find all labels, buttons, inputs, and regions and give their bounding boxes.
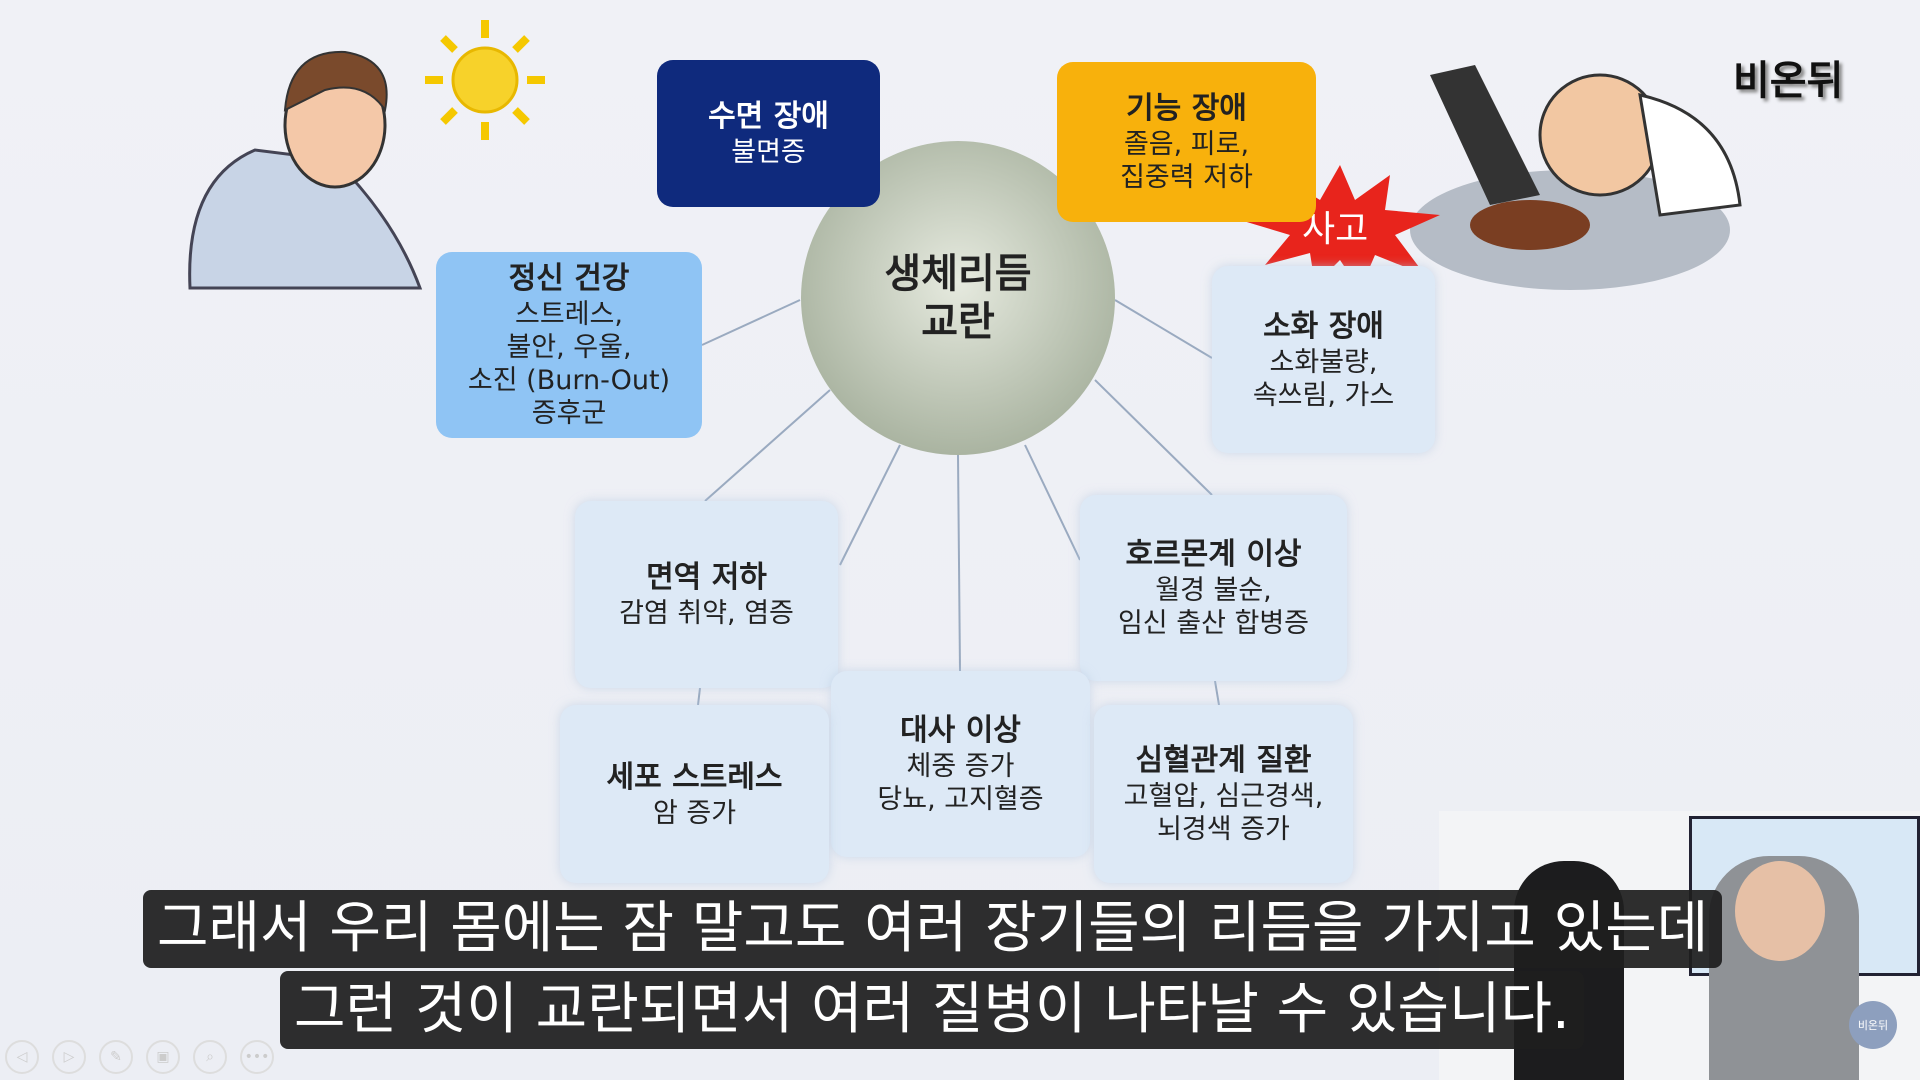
box-cell-stress: 세포 스트레스 암 증가 <box>560 705 829 883</box>
box-metabolic-abnormality: 대사 이상 체중 증가 당뇨, 고지혈증 <box>831 671 1090 857</box>
box-title: 기능 장애 <box>1126 91 1247 126</box>
next-icon[interactable]: ▷ <box>52 1040 86 1074</box>
box-title: 호르몬계 이상 <box>1125 537 1302 572</box>
box-title: 면역 저하 <box>646 560 767 595</box>
previous-icon[interactable]: ◁ <box>5 1040 39 1074</box>
box-text: 속쓰림, 가스 <box>1252 379 1395 411</box>
center-line2: 교란 <box>921 299 995 345</box>
box-text: 임신 출산 합병증 <box>1117 608 1310 639</box>
box-text: 소화불량, <box>1269 346 1378 378</box>
box-mental-health: 정신 건강 스트레스, 불안, 우울, 소진 (Burn-Out) 증후군 <box>436 252 702 438</box>
box-text: 불면증 <box>731 137 806 168</box>
box-text: 체중 증가 <box>906 751 1015 782</box>
more-icon[interactable]: ••• <box>240 1040 274 1074</box>
box-function-disorder: 기능 장애 졸음, 피로, 집중력 저하 <box>1057 62 1316 222</box>
logo: 비온뒤 <box>1733 58 1844 104</box>
box-text: 감염 취약, 염증 <box>619 598 794 629</box>
slides-icon[interactable]: ▣ <box>146 1040 180 1074</box>
pen-icon[interactable]: ✎ <box>99 1040 133 1074</box>
box-cardiovascular-disease: 심혈관계 질환 고혈압, 심근경색, 뇌경색 증가 <box>1094 705 1353 883</box>
box-text: 뇌경색 증가 <box>1157 814 1290 845</box>
box-text: 암 증가 <box>652 797 737 829</box>
box-text: 불안, 우울, <box>506 332 632 363</box>
tired-person-illustration <box>188 20 545 290</box>
box-digestive-disorder: 소화 장애 소화불량, 속쓰림, 가스 <box>1212 266 1435 453</box>
box-title: 정신 건강 <box>508 261 630 296</box>
center-line1: 생체리듬 <box>884 251 1032 297</box>
box-title: 세포 스트레스 <box>606 759 783 795</box>
box-text: 스트레스, <box>515 299 623 330</box>
box-hormone-abnormality: 호르몬계 이상 월경 불순, 임신 출산 합병증 <box>1080 495 1347 681</box>
box-text: 집중력 저하 <box>1120 162 1253 193</box>
sleeping-at-laptop-illustration <box>1410 65 1742 290</box>
box-title: 대사 이상 <box>900 713 1021 748</box>
box-sleep-disorder: 수면 장애 불면증 <box>657 60 880 207</box>
box-text: 고혈압, 심근경색, <box>1123 781 1324 812</box>
box-title: 소화 장애 <box>1263 308 1384 344</box>
box-text: 소진 (Burn-Out) <box>467 365 671 396</box>
box-text: 증후군 <box>531 398 607 429</box>
box-text: 월경 불순, <box>1155 575 1272 606</box>
webcam-logo: 비온뒤 <box>1849 1001 1897 1049</box>
box-immune-decline: 면역 저하 감염 취약, 염증 <box>575 501 838 688</box>
subtitle-line-1: 그래서 우리 몸에는 잠 말고도 여러 장기들의 리듬을 가지고 있는데 <box>143 890 1723 968</box>
accident-label: 사고 <box>1302 209 1369 250</box>
box-text: 당뇨, 고지혈증 <box>877 784 1044 815</box>
subtitle-line-2: 그런 것이 교란되면서 여러 질병이 나타날 수 있습니다. <box>280 971 1584 1049</box>
box-title: 심혈관계 질환 <box>1135 743 1312 778</box>
box-text: 졸음, 피로, <box>1123 129 1250 160</box>
zoom-icon[interactable]: ⌕ <box>193 1040 227 1074</box>
box-title: 수면 장애 <box>708 99 829 134</box>
presenter-face <box>1735 861 1825 961</box>
sun-icon <box>425 20 545 140</box>
